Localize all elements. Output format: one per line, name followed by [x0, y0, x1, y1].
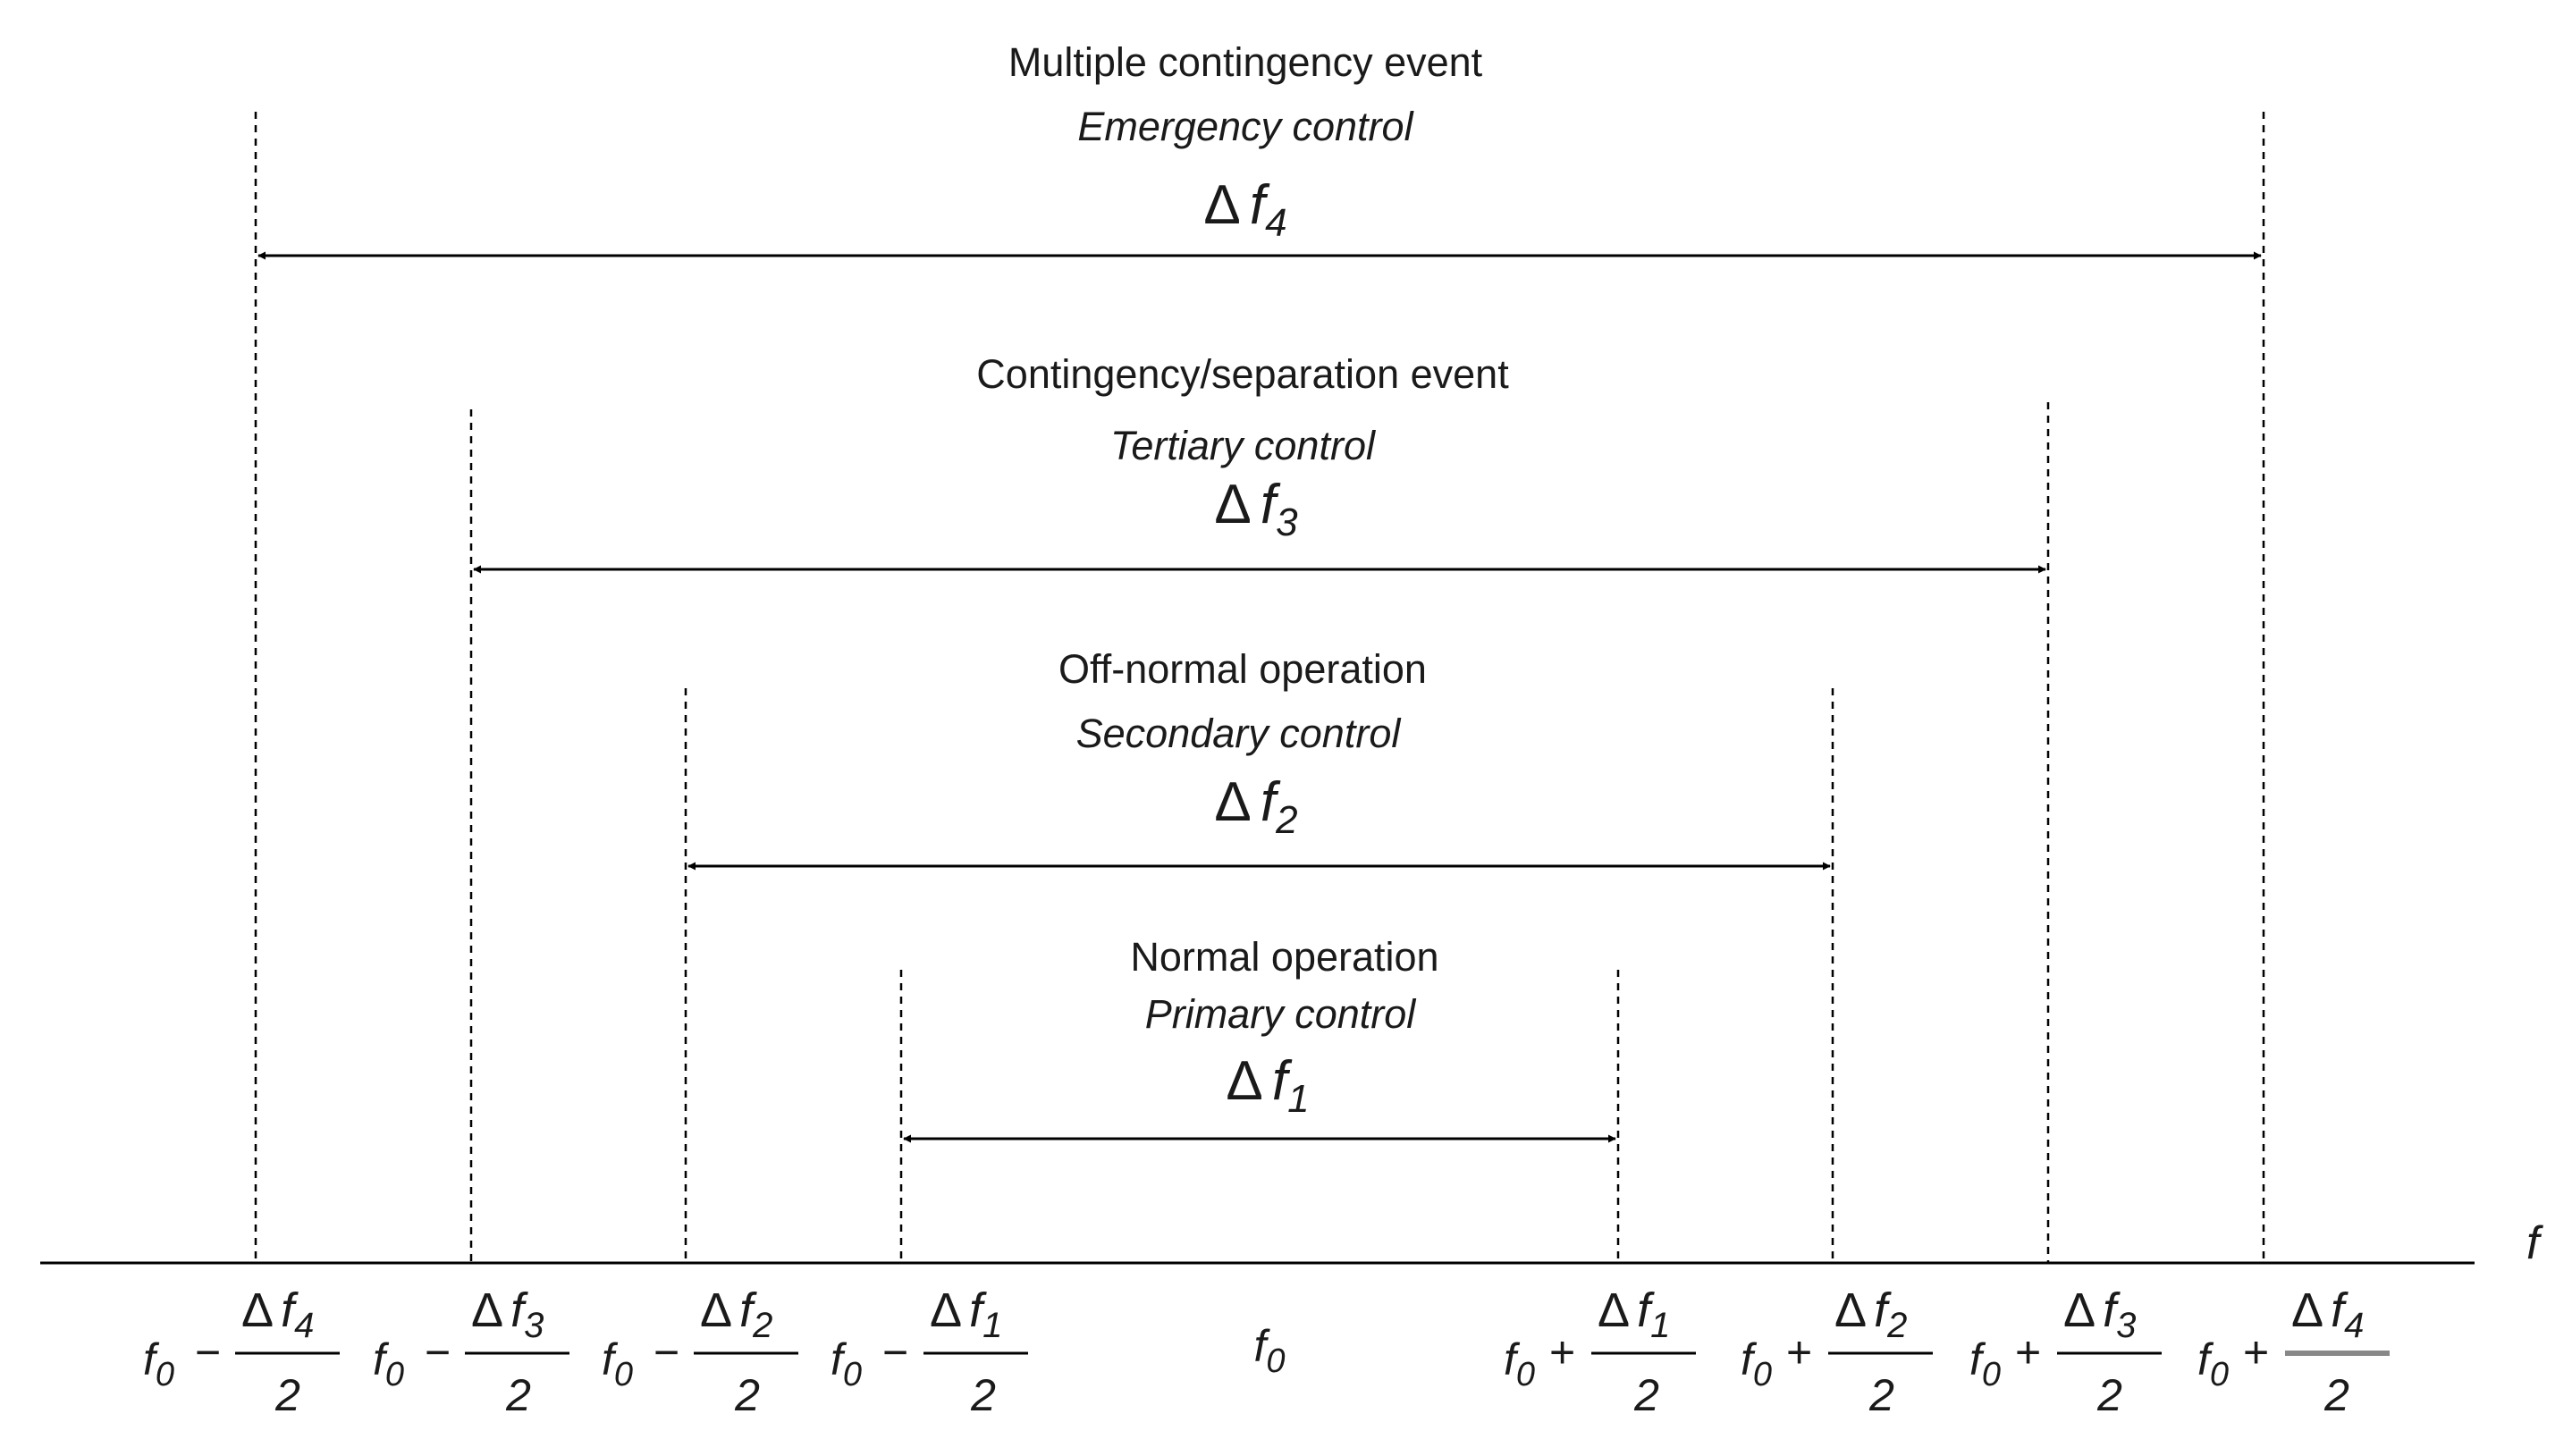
control-label-3: Tertiary control	[1110, 423, 1377, 468]
svg-text:Δf2: Δf2	[700, 1283, 772, 1345]
svg-text:f0: f0	[1969, 1334, 2001, 1393]
boundary-lines	[254, 112, 2265, 1263]
svg-text:Δf1: Δf1	[930, 1283, 1002, 1345]
svg-text:2: 2	[505, 1370, 531, 1420]
event-label-1: Normal operation	[1130, 934, 1438, 980]
band-arrows	[257, 251, 2262, 1143]
svg-text:f0: f0	[602, 1334, 633, 1393]
svg-text:−: −	[882, 1327, 908, 1377]
control-label-1: Primary control	[1145, 991, 1418, 1037]
svg-text:Δf2: Δf2	[1834, 1283, 1907, 1345]
svg-text:2: 2	[1633, 1370, 1659, 1420]
svg-text:Δf3: Δf3	[2063, 1283, 2136, 1345]
svg-text:2: 2	[970, 1370, 996, 1420]
svg-text:f0: f0	[2197, 1334, 2229, 1393]
event-label-3: Contingency/separation event	[976, 351, 1509, 397]
svg-text:Δf4: Δf4	[241, 1283, 314, 1345]
svg-text:2: 2	[2323, 1370, 2349, 1420]
svg-text:2: 2	[274, 1370, 300, 1420]
center-frequency-label: f0	[1253, 1321, 1285, 1380]
svg-text:2: 2	[734, 1370, 760, 1420]
event-label-4: Multiple contingency event	[1008, 39, 1483, 85]
svg-text:Δf1: Δf1	[1598, 1283, 1670, 1345]
svg-text:−: −	[654, 1327, 679, 1377]
svg-text:−: −	[195, 1327, 221, 1377]
svg-text:f0: f0	[1504, 1334, 1535, 1393]
svg-text:2: 2	[2096, 1370, 2122, 1420]
svg-text:f0: f0	[831, 1334, 862, 1393]
svg-text:f0: f0	[1741, 1334, 1772, 1393]
control-label-4: Emergency control	[1077, 104, 1414, 149]
event-label-2: Off-normal operation	[1058, 646, 1427, 692]
svg-text:−: −	[425, 1327, 451, 1377]
axis-label: f	[2526, 1217, 2543, 1269]
control-label-2: Secondary control	[1076, 711, 1403, 756]
svg-text:+: +	[2243, 1327, 2269, 1377]
svg-text:+: +	[2015, 1327, 2041, 1377]
svg-text:f0: f0	[143, 1334, 174, 1393]
svg-text:f0: f0	[373, 1334, 404, 1393]
svg-text:+: +	[1549, 1327, 1575, 1377]
svg-text:Δf4: Δf4	[2291, 1283, 2364, 1345]
svg-text:2: 2	[1868, 1370, 1894, 1420]
svg-text:Δf3: Δf3	[471, 1283, 544, 1345]
svg-text:+: +	[1786, 1327, 1812, 1377]
